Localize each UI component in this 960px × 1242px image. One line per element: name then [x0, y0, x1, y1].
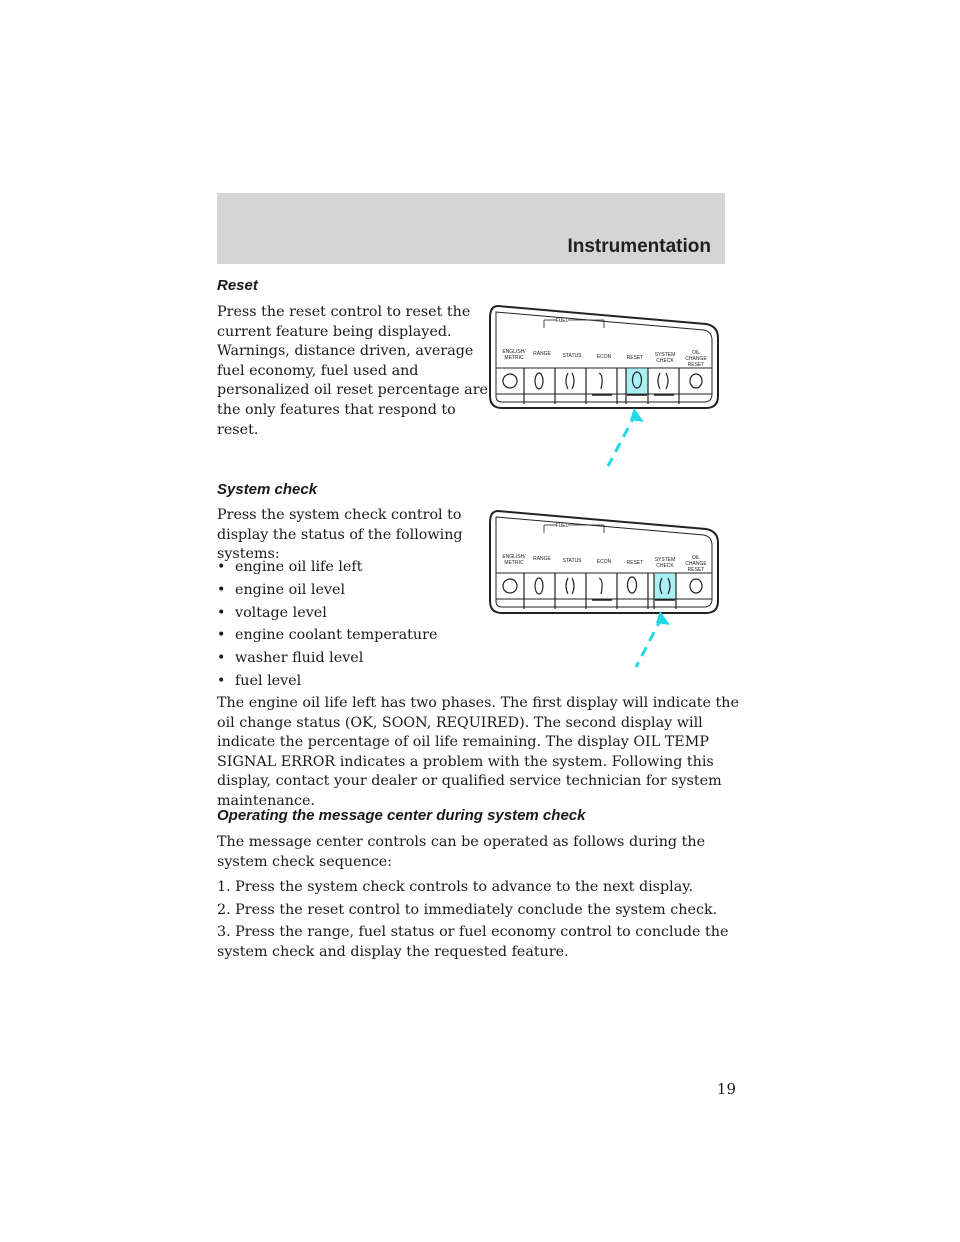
oil-life-paragraph: The engine oil life left has two phases.… — [217, 695, 739, 809]
status-label: STATUS — [563, 353, 583, 359]
section-header: Instrumentation — [217, 193, 725, 264]
range-label: RANGE — [533, 351, 551, 357]
steps-list: 1. Press the system check controls to ad… — [217, 878, 728, 962]
reset-label: RESET — [627, 355, 644, 361]
range-label: RANGE — [533, 556, 551, 562]
system-check-intro: Press the system check control to displa… — [217, 507, 463, 563]
list-item: 2. Press the reset control to immediatel… — [217, 901, 718, 918]
pointer-arrow — [634, 616, 664, 668]
control-panel-figure-reset: FUEL ENGLISH/METRIC RANGE STATUS ECON RE… — [489, 304, 719, 467]
list-item: •fuel level — [217, 672, 302, 689]
section-title: Instrumentation — [567, 236, 711, 257]
reset-label: RESET — [627, 560, 644, 566]
status-label: STATUS — [563, 558, 583, 564]
list-item: 3. Press the range, fuel status or fuel … — [217, 924, 729, 960]
english-metric-label: ENGLISH/METRIC — [502, 554, 526, 566]
english-metric-label: ENGLISH/METRIC — [502, 349, 526, 361]
list-item: •washer fluid level — [217, 650, 364, 667]
list-item: •voltage level — [217, 604, 327, 621]
operating-intro: The message center controls can be opera… — [217, 834, 706, 870]
arrow-head-icon — [630, 408, 644, 422]
pointer-arrow — [606, 412, 638, 467]
page-number: 19 — [716, 1080, 736, 1098]
system-check-heading: System check — [217, 481, 318, 498]
system-check-button-highlight — [653, 572, 677, 600]
arrow-head-icon — [656, 611, 670, 625]
list-item: 1. Press the system check controls to ad… — [217, 879, 693, 895]
econ-label: ECON — [597, 354, 612, 360]
control-panel-figure-system-check: FUEL ENGLISH/METRIC RANGE STATUS ECON RE… — [489, 509, 719, 668]
fuel-label: FUEL — [556, 523, 569, 529]
list-item: •engine oil level — [217, 581, 346, 598]
list-item: •engine oil life left — [217, 559, 363, 575]
list-item: •engine coolant temperature — [217, 627, 438, 644]
reset-heading: Reset — [217, 277, 258, 294]
econ-label: ECON — [597, 559, 612, 565]
reset-paragraph: Press the reset control to reset the cur… — [217, 304, 489, 438]
operating-heading: Operating the message center during syst… — [217, 807, 586, 824]
fuel-label: FUEL — [556, 318, 569, 324]
system-list: •engine oil life left •engine oil level … — [217, 558, 437, 695]
